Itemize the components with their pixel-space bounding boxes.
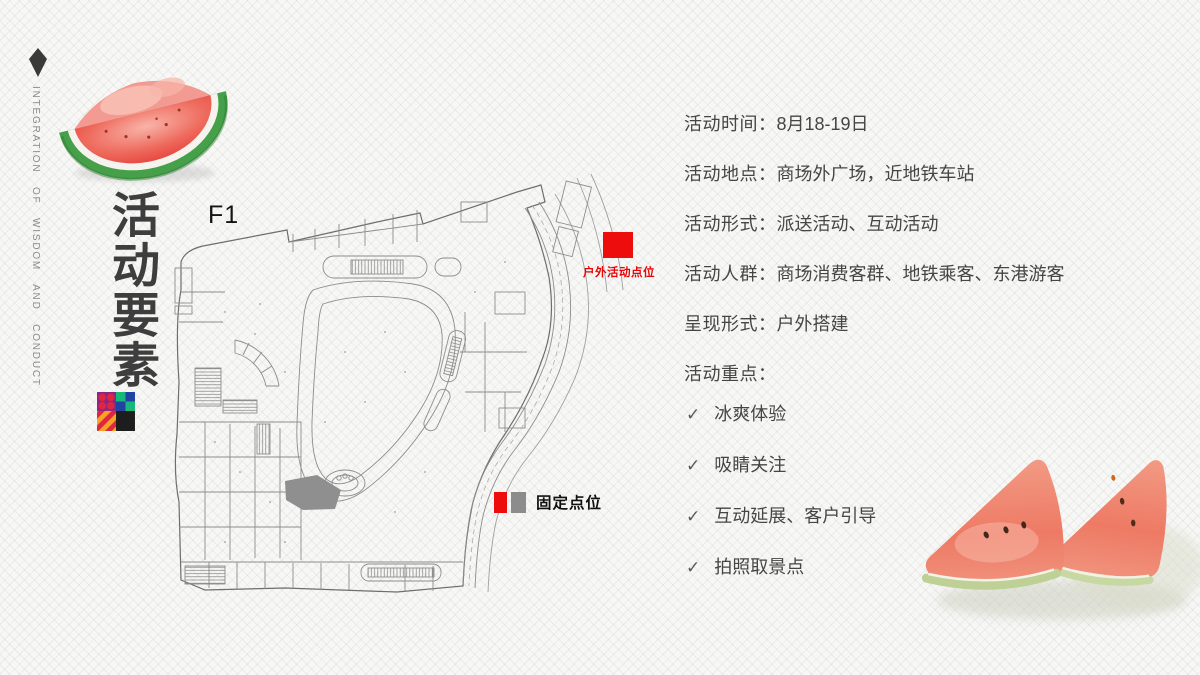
check-icon: ✓: [686, 405, 701, 424]
legend-red-swatch: [494, 491, 507, 513]
highlights-list: ✓ 冰爽体验 ✓ 吸睛关注 ✓ 互动延展、客户引导 ✓ 拍照取景点: [686, 404, 1166, 608]
highlight-item: ✓ 吸睛关注: [686, 455, 1166, 476]
highlight-item: ✓ 拍照取景点: [686, 557, 1166, 578]
highlight-item: ✓ 互动延展、客户引导: [686, 506, 1166, 527]
highlight-text: 互动延展、客户引导: [714, 506, 877, 526]
info-panel: 活动时间：8月18-19日 活动地点：商场外广场，近地铁车站 活动形式：派送活动…: [684, 114, 1174, 414]
info-row-place: 活动地点：商场外广场，近地铁车站: [684, 164, 1174, 184]
info-row-time: 活动时间：8月18-19日: [684, 114, 1174, 134]
watermelon-wedges-illustration: [921, 459, 1200, 620]
check-icon: ✓: [686, 558, 701, 577]
legend-label: 固定点位: [536, 495, 603, 512]
info-label: 活动地点：: [684, 164, 777, 184]
highlight-text: 吸睛关注: [714, 455, 787, 475]
highlight-text: 冰爽体验: [714, 404, 787, 424]
highlight-item: ✓ 冰爽体验: [686, 404, 1166, 425]
check-icon: ✓: [686, 507, 701, 526]
info-label: 活动人群：: [684, 264, 777, 284]
info-value: 商场外广场，近地铁车站: [776, 164, 975, 184]
page-title: 活动要素: [104, 190, 157, 390]
floor-plan: [174, 173, 633, 593]
side-caption: INTEGRATION OF WISDOM AND CONDUCT: [30, 86, 41, 387]
info-row-form: 活动形式：派送活动、互动活动: [684, 214, 1174, 234]
info-value: 派送活动、互动活动: [776, 214, 939, 234]
diamond-icon: [29, 48, 47, 77]
info-label: 活动形式：: [684, 214, 777, 234]
info-row-highlights-title: 活动重点：: [684, 364, 1174, 384]
outdoor-activity-marker: [603, 232, 633, 258]
info-value: 8月18-19日: [776, 114, 869, 134]
grid-logo-icon: [97, 392, 135, 431]
info-label: 活动时间：: [684, 114, 777, 134]
check-icon: ✓: [686, 456, 701, 475]
legend-gray-swatch: [511, 491, 526, 513]
stage-area-shape: [285, 475, 341, 510]
info-value: 户外搭建: [776, 314, 849, 334]
watermelon-slice-illustration: [59, 77, 228, 182]
info-row-audience: 活动人群：商场消费客群、地铁乘客、东港游客: [684, 264, 1174, 284]
column-dots: [214, 261, 506, 543]
info-label: 呈现形式：: [684, 314, 777, 334]
info-row-presentation: 呈现形式：户外搭建: [684, 314, 1174, 334]
info-value: 商场消费客群、地铁乘客、东港游客: [776, 264, 1065, 284]
fixed-point-legend: 固定点位: [494, 491, 602, 513]
info-label: 活动重点：: [684, 364, 777, 384]
outdoor-marker-label: 户外活动点位: [583, 267, 655, 279]
highlight-text: 拍照取景点: [714, 557, 805, 577]
floor-label: F1: [208, 201, 240, 229]
